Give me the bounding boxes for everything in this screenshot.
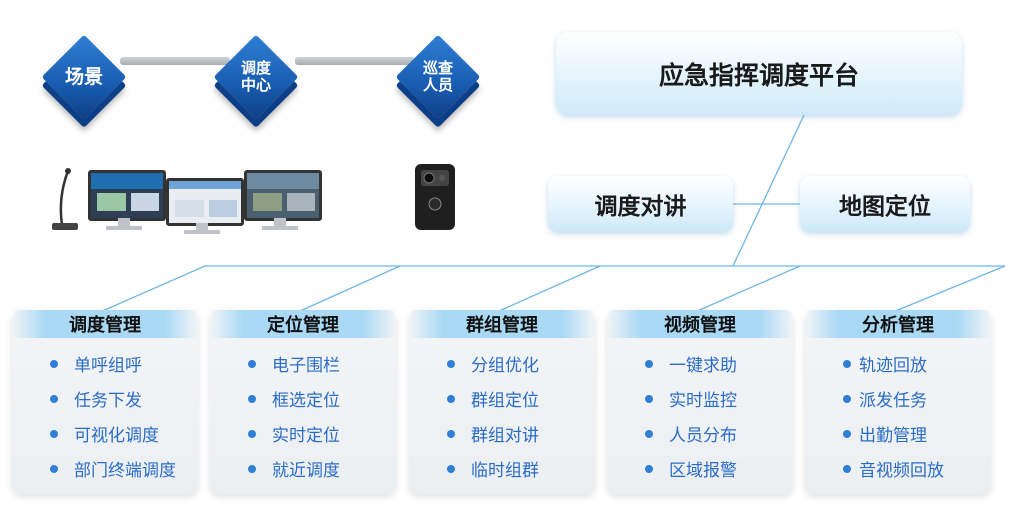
platform-title: 应急指挥调度平台 bbox=[556, 32, 962, 115]
sub-node-intercom: 调度对讲 bbox=[548, 176, 733, 232]
branch-line-2 bbox=[298, 266, 400, 312]
bullet-icon bbox=[843, 395, 851, 403]
list-item: 派发任务 bbox=[805, 381, 991, 416]
monitor-icon bbox=[244, 170, 322, 232]
list-item-label: 就近调度 bbox=[272, 456, 340, 481]
list-item-label: 部门终端调度 bbox=[74, 456, 176, 481]
list-item-label: 任务下发 bbox=[74, 386, 142, 411]
module-title: 定位管理 bbox=[210, 310, 396, 338]
bullet-icon bbox=[843, 430, 851, 438]
bullet-icon bbox=[645, 395, 653, 403]
list-item: 部门终端调度 bbox=[12, 451, 198, 486]
module-card-video: 视频管理 一键求助 实时监控 人员分布 区域报警 bbox=[607, 310, 793, 494]
bullet-icon bbox=[248, 430, 256, 438]
list-item-label: 人员分布 bbox=[669, 421, 737, 446]
list-item-label: 一键求助 bbox=[669, 351, 737, 376]
branch-line-1 bbox=[100, 266, 205, 312]
list-item: 实时监控 bbox=[607, 381, 793, 416]
list-item-label: 轨迹回放 bbox=[859, 351, 927, 376]
module-title: 群组管理 bbox=[409, 310, 595, 338]
bullet-icon bbox=[645, 465, 653, 473]
bullet-icon bbox=[248, 360, 256, 368]
module-card-group: 群组管理 分组优化 群组定位 群组对讲 临时组群 bbox=[409, 310, 595, 494]
list-item: 音视频回放 bbox=[805, 451, 991, 486]
module-card-dispatch: 调度管理 单呼组呼 任务下发 可视化调度 部门终端调度 bbox=[12, 310, 198, 494]
bullet-icon bbox=[447, 360, 455, 368]
list-item: 人员分布 bbox=[607, 416, 793, 451]
branch-line-5 bbox=[893, 266, 1005, 312]
monitor-icon bbox=[88, 170, 166, 232]
flow-node-patrol-staff: 巡查 人员 bbox=[395, 34, 481, 120]
list-item-label: 群组定位 bbox=[471, 386, 539, 411]
bullet-icon bbox=[843, 360, 851, 368]
module-title: 调度管理 bbox=[12, 310, 198, 338]
flow-node-dispatch-center: 调度 中心 bbox=[213, 34, 299, 120]
module-item-list: 电子围栏 框选定位 实时定位 就近调度 bbox=[210, 346, 396, 486]
module-item-list: 单呼组呼 任务下发 可视化调度 部门终端调度 bbox=[12, 346, 198, 486]
list-item: 群组定位 bbox=[409, 381, 595, 416]
list-item: 出勤管理 bbox=[805, 416, 991, 451]
bullet-icon bbox=[248, 395, 256, 403]
bullet-icon bbox=[447, 395, 455, 403]
flow-node-label: 巡查 人员 bbox=[395, 34, 481, 120]
list-item: 群组对讲 bbox=[409, 416, 595, 451]
list-item-label: 分组优化 bbox=[471, 351, 539, 376]
list-item-label: 框选定位 bbox=[272, 386, 340, 411]
list-item-label: 可视化调度 bbox=[74, 421, 159, 446]
list-item-label: 群组对讲 bbox=[471, 421, 539, 446]
list-item: 就近调度 bbox=[210, 451, 396, 486]
list-item-label: 电子围栏 bbox=[272, 351, 340, 376]
module-item-list: 一键求助 实时监控 人员分布 区域报警 bbox=[607, 346, 793, 486]
flow-node-label: 调度 中心 bbox=[213, 34, 299, 120]
module-card-analysis: 分析管理 轨迹回放 派发任务 出勤管理 音视频回放 bbox=[805, 310, 991, 494]
list-item-label: 临时组群 bbox=[471, 456, 539, 481]
list-item-label: 出勤管理 bbox=[859, 421, 927, 446]
list-item-label: 音视频回放 bbox=[859, 456, 944, 481]
list-item: 单呼组呼 bbox=[12, 346, 198, 381]
bullet-icon bbox=[843, 465, 851, 473]
list-item-label: 区域报警 bbox=[669, 456, 737, 481]
platform-trunk-line bbox=[733, 115, 804, 266]
microphone-icon bbox=[48, 167, 84, 233]
bullet-icon bbox=[50, 360, 58, 368]
module-item-list: 轨迹回放 派发任务 出勤管理 音视频回放 bbox=[805, 346, 991, 486]
list-item: 轨迹回放 bbox=[805, 346, 991, 381]
bullet-icon bbox=[447, 465, 455, 473]
monitor-icon bbox=[166, 178, 246, 236]
list-item: 框选定位 bbox=[210, 381, 396, 416]
body-camera-icon bbox=[411, 160, 459, 234]
list-item: 分组优化 bbox=[409, 346, 595, 381]
flow-node-scene: 场景 bbox=[41, 34, 127, 120]
module-card-location: 定位管理 电子围栏 框选定位 实时定位 就近调度 bbox=[210, 310, 396, 494]
list-item: 区域报警 bbox=[607, 451, 793, 486]
list-item-label: 实时监控 bbox=[669, 386, 737, 411]
bullet-icon bbox=[645, 430, 653, 438]
bullet-icon bbox=[50, 465, 58, 473]
branch-line-3 bbox=[497, 266, 600, 312]
bullet-icon bbox=[248, 465, 256, 473]
list-item-label: 单呼组呼 bbox=[74, 351, 142, 376]
list-item-label: 派发任务 bbox=[859, 386, 927, 411]
bullet-icon bbox=[645, 360, 653, 368]
sub-node-map-location: 地图定位 bbox=[800, 176, 970, 232]
bullet-icon bbox=[50, 395, 58, 403]
list-item: 一键求助 bbox=[607, 346, 793, 381]
bullet-icon bbox=[447, 430, 455, 438]
flow-node-label: 场景 bbox=[41, 34, 127, 120]
list-item: 可视化调度 bbox=[12, 416, 198, 451]
list-item: 实时定位 bbox=[210, 416, 396, 451]
list-item: 临时组群 bbox=[409, 451, 595, 486]
module-title: 分析管理 bbox=[805, 310, 991, 338]
bullet-icon bbox=[50, 430, 58, 438]
list-item: 任务下发 bbox=[12, 381, 198, 416]
list-item: 电子围栏 bbox=[210, 346, 396, 381]
module-item-list: 分组优化 群组定位 群组对讲 临时组群 bbox=[409, 346, 595, 486]
branch-line-4 bbox=[695, 266, 800, 312]
module-title: 视频管理 bbox=[607, 310, 793, 338]
list-item-label: 实时定位 bbox=[272, 421, 340, 446]
